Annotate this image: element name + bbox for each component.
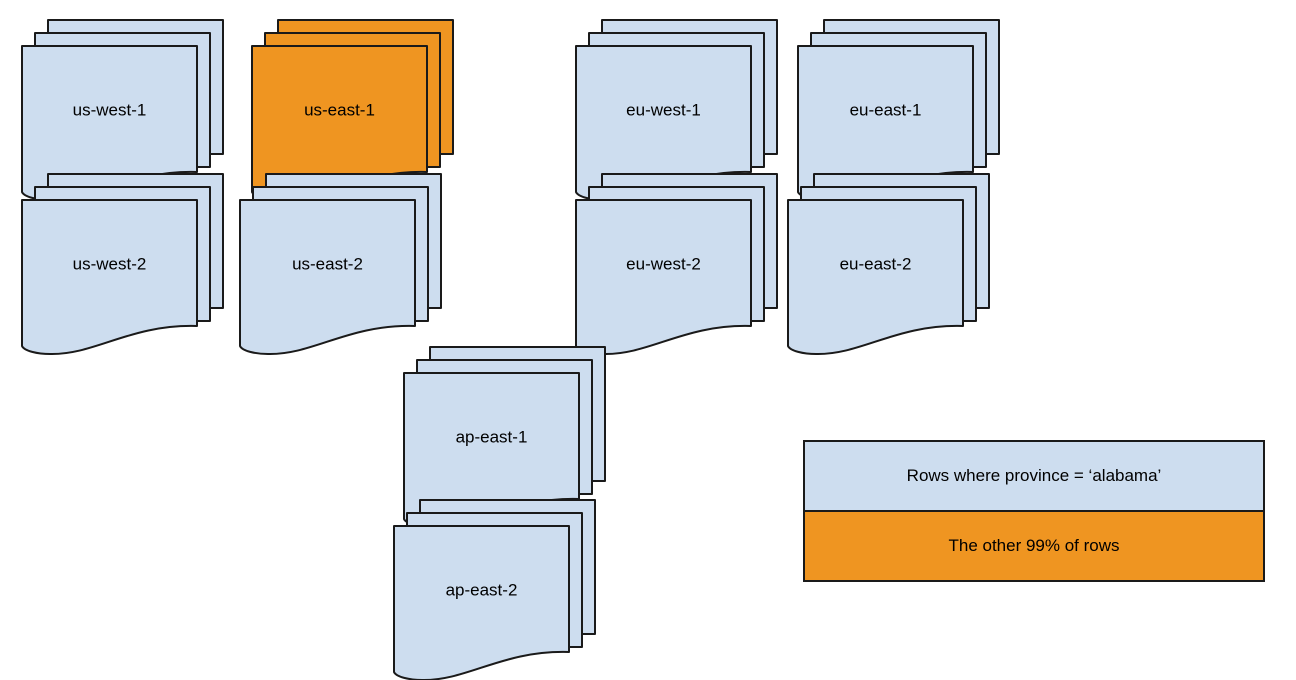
region-node-us-east-1[interactable]: us-east-1: [250, 18, 455, 202]
region-node-label: us-west-2: [73, 254, 147, 273]
document-sheet-front: [393, 525, 570, 680]
region-node-label: eu-east-1: [850, 100, 922, 119]
legend-box: Rows where province = ‘alabama’ The othe…: [803, 440, 1265, 582]
document-sheet-front: [239, 199, 416, 356]
region-node-label: us-west-1: [73, 100, 147, 119]
legend-label-orange: The other 99% of rows: [948, 536, 1120, 555]
region-node-label: eu-west-2: [626, 254, 701, 273]
legend-row-blue: Rows where province = ‘alabama’: [805, 442, 1263, 512]
legend-label-blue: Rows where province = ‘alabama’: [906, 466, 1162, 485]
region-node-label: ap-east-1: [456, 427, 528, 446]
region-node-eu-west-2[interactable]: eu-west-2: [574, 172, 779, 356]
region-node-eu-east-2[interactable]: eu-east-2: [786, 172, 991, 356]
region-node-eu-east-1[interactable]: eu-east-1: [796, 18, 1001, 202]
document-sheet-front: [575, 199, 752, 356]
region-node-label: us-east-1: [304, 100, 375, 119]
document-sheet-front: [21, 199, 198, 356]
region-node-label: eu-west-1: [626, 100, 701, 119]
region-node-ap-east-2[interactable]: ap-east-2: [392, 498, 597, 680]
region-node-us-west-2[interactable]: us-west-2: [20, 172, 225, 356]
region-node-label: eu-east-2: [840, 254, 912, 273]
region-node-label: us-east-2: [292, 254, 363, 273]
legend-row-orange: The other 99% of rows: [805, 512, 1263, 580]
document-sheet-front: [787, 199, 964, 356]
region-node-label: ap-east-2: [446, 580, 518, 599]
region-node-us-west-1[interactable]: us-west-1: [20, 18, 225, 202]
region-node-ap-east-1[interactable]: ap-east-1: [402, 345, 607, 529]
region-node-eu-west-1[interactable]: eu-west-1: [574, 18, 779, 202]
region-node-us-east-2[interactable]: us-east-2: [238, 172, 443, 356]
